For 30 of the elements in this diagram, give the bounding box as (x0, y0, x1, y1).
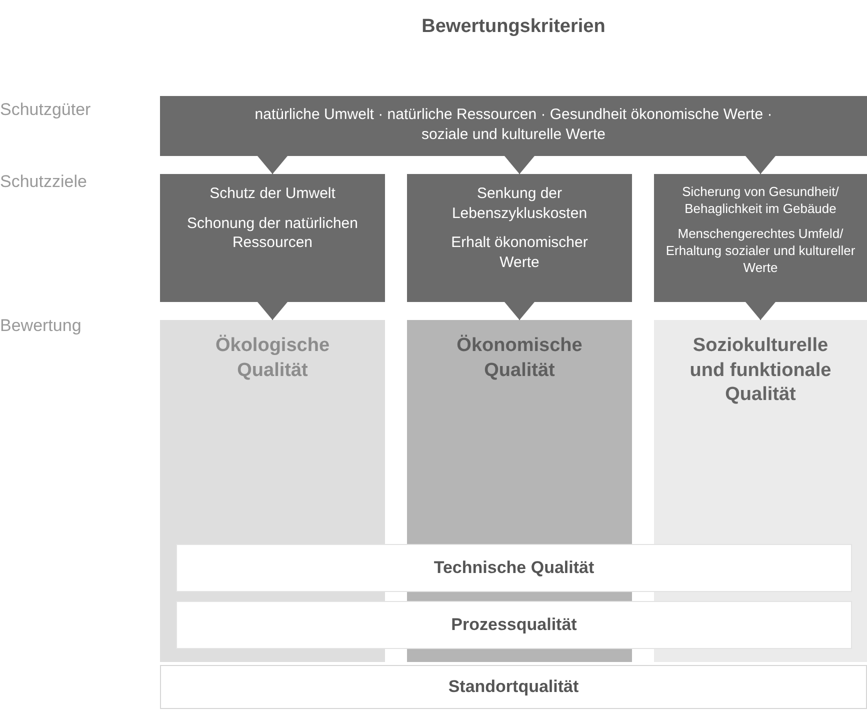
row-label: Schutzgüter (0, 100, 91, 120)
quality-bar (176, 601, 852, 649)
goal-text: Erhalt ökonomischer Werte (450, 233, 589, 272)
arrow (258, 156, 288, 174)
row-label: Schutzziele (0, 172, 87, 192)
arrow (504, 302, 534, 320)
bar-title: Standortqualität (448, 676, 579, 698)
goal-text: Menschengerechtes Umfeld/ Erhaltung sozialer und kultureller Werte (664, 226, 856, 276)
bar-title: Prozessqualität (451, 614, 577, 636)
arrow (504, 156, 534, 174)
column-title: Soziokulturelle und funktionale Qualität (688, 334, 832, 408)
goal-text: Sicherung von Gesundheit/ Behaglichkeit im Gebäude (681, 184, 840, 218)
arrow (258, 302, 288, 320)
goal-text: Schutz der Umwelt (210, 184, 336, 204)
goal-box (160, 174, 385, 302)
header-bar (160, 96, 867, 156)
diagram-title: Bewertungskriterien (420, 16, 606, 38)
header-text: natürliche Umwelt · natürliche Ressourcen · Gesundheit ökonomische Werte · soziale und kulturelle Werte (254, 105, 774, 144)
bar-title: Technische Qualität (434, 557, 594, 579)
arrow (746, 156, 776, 174)
row-label: Bewertung (0, 316, 82, 336)
goal-text: Schonung der natürlichen Ressourcen (186, 214, 359, 252)
quality-bar (176, 544, 852, 592)
arrow (746, 302, 776, 320)
goal-box (407, 174, 632, 302)
column-title: Ökologische Qualität (214, 334, 331, 383)
column-title: Ökonomische Qualität (456, 334, 584, 383)
goal-box (654, 174, 867, 302)
quality-bar (160, 665, 867, 709)
goal-text: Senkung der Lebenszykluskosten (450, 184, 588, 223)
